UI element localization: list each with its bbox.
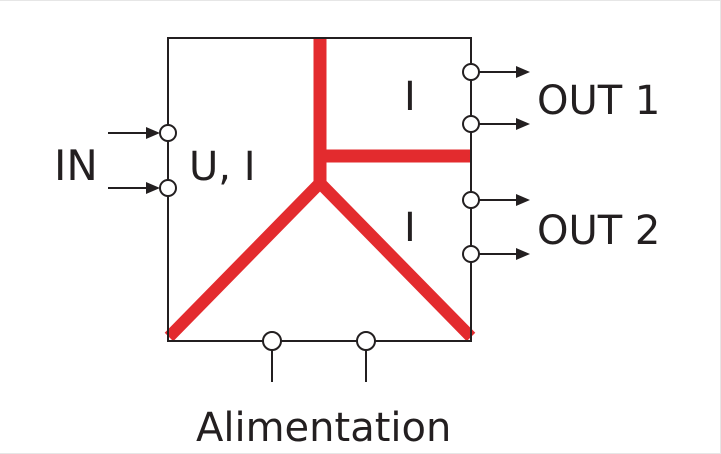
output2-terminal-2 [462,245,480,263]
signal-path-diagonal-left [164,178,325,342]
output2-type-label: I [404,205,416,251]
input-terminals [108,124,177,197]
power-terminal-2 [356,331,376,351]
output1-arrow-2-head [516,118,530,130]
power-terminals [262,331,376,382]
power-label: Alimentation [196,405,451,451]
input-arrow-1-head [146,127,160,139]
output2-label: OUT 2 [537,208,660,254]
signal-paths [164,38,476,342]
output2-arrow-2-head [516,248,530,260]
output1-terminal-1 [462,63,480,81]
power-terminal-1 [262,331,282,351]
input-label: IN [54,141,98,190]
output1-label: OUT 1 [537,78,660,124]
input-terminal-2 [159,179,177,197]
output-terminals [462,63,530,263]
output1-type-label: I [404,74,416,120]
input-arrow-2-head [146,182,160,194]
input-terminal-1 [159,124,177,142]
input-type-label: U, I [189,144,256,190]
signal-path-diagonal-right [315,178,476,342]
output1-arrow-1-head [516,66,530,78]
output1-terminal-2 [462,115,480,133]
output2-arrow-1-head [516,194,530,206]
output2-terminal-1 [462,191,480,209]
